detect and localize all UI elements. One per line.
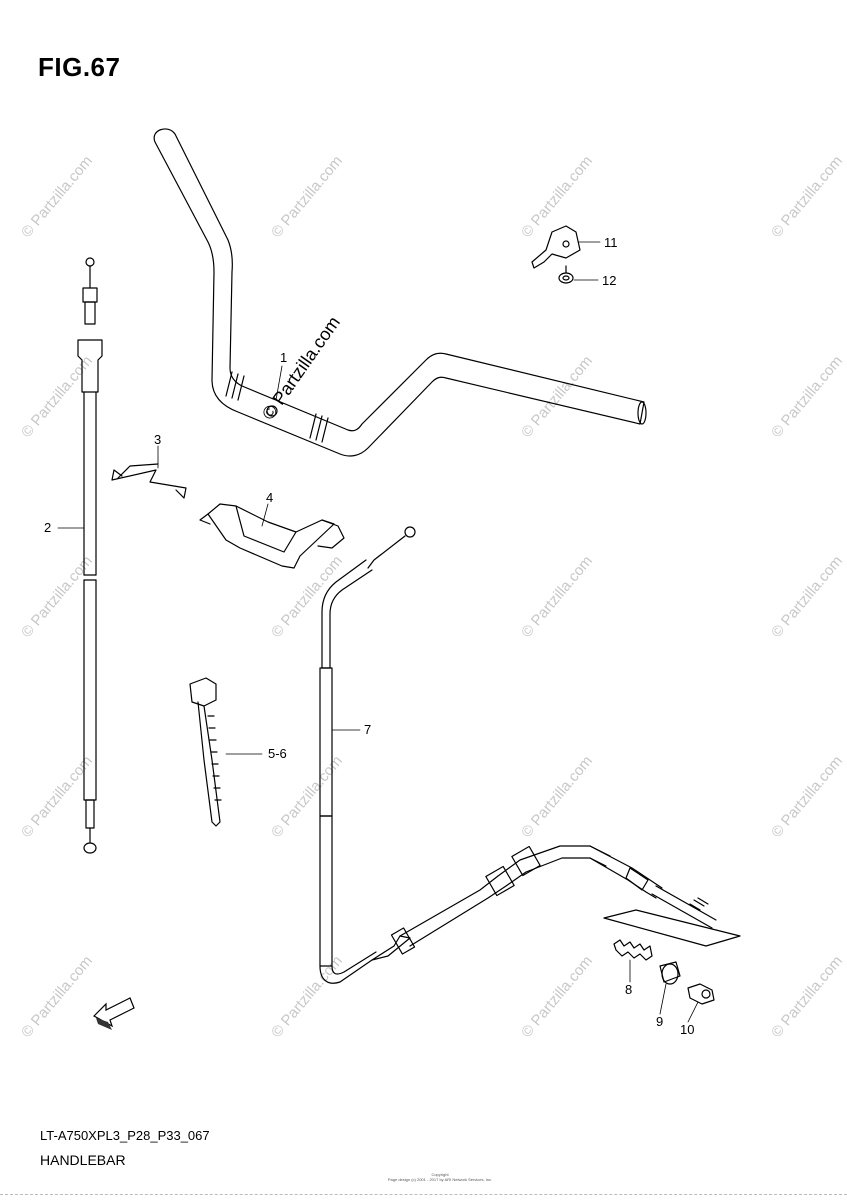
bracket-part-11 [531,225,581,269]
washer-part-12 [558,265,574,284]
callout-10: 10 [680,1022,695,1037]
callout-7: 7 [364,722,372,737]
handlebar-part [153,128,647,457]
cable-part-2 [77,257,103,854]
callout-11: 11 [604,235,618,250]
callout-3: 3 [154,432,162,447]
leader-lines [57,241,699,1023]
bolt-part-10 [687,983,715,1005]
figure-code: LT-A750XPL3_P28_P33_067 [40,1128,210,1143]
callout-2: 2 [44,520,52,535]
callout-9: 9 [656,1014,664,1029]
page-border [0,1194,847,1195]
collar-part-9 [659,961,681,985]
copyright-line-2: Page design (c) 2001 - 2017 by ARI Netwo… [387,1177,493,1182]
callout-1: 1 [280,350,288,365]
copyright-line-1: Copyright [431,1172,449,1177]
callout-8: 8 [625,982,633,997]
callout-12: 12 [602,273,617,288]
callout-4: 4 [266,490,274,505]
spring-part-8 [613,939,653,961]
fwd-arrow-icon [93,997,135,1030]
copyright-notice: Copyright Page design (c) 2001 - 2017 by… [370,1172,510,1182]
figure-title: FIG.67 [38,52,121,82]
strap-part-5-6 [189,677,222,827]
cable-part-7 [319,526,741,984]
clamp-part-4 [199,503,345,569]
clip-part-3 [111,463,187,499]
figure-name: HANDLEBAR [40,1152,126,1168]
callout-5-6: 5-6 [268,746,287,761]
